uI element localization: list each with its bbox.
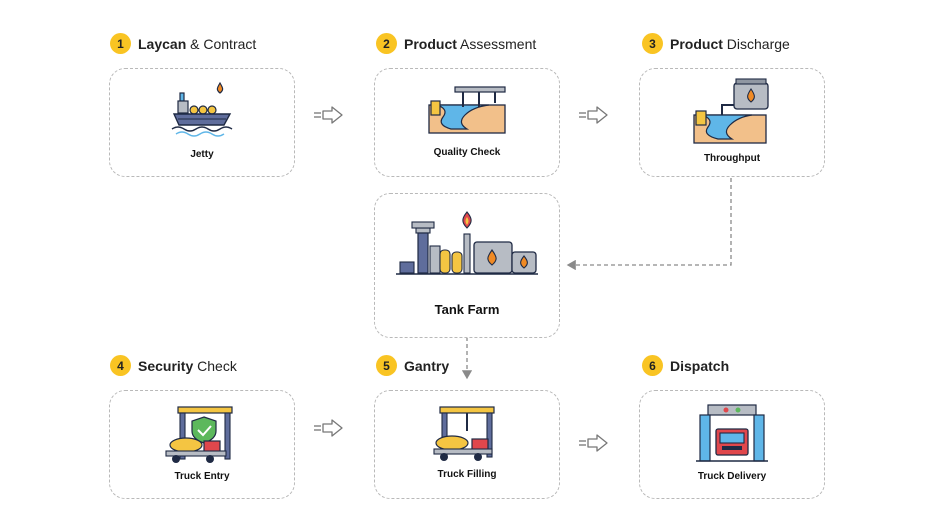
flow-arrow-icon — [579, 434, 608, 452]
card-tank-farm: Tank Farm — [374, 193, 560, 338]
step-6-title: 6 Dispatch — [642, 355, 729, 376]
step-2-title: 2 Product Assessment — [376, 33, 536, 54]
step-title-bold: Gantry — [404, 357, 450, 374]
step-3-title: 3 Product Discharge — [642, 33, 790, 54]
card-truck-filling: Truck Filling — [374, 390, 560, 499]
ship-icon — [171, 81, 233, 137]
card-label: Truck Entry — [174, 471, 230, 482]
refinery-icon — [396, 211, 538, 275]
pipeline-check-icon — [428, 86, 506, 134]
card-quality-check: Quality Check — [374, 68, 560, 177]
step-number-badge: 1 — [110, 33, 131, 54]
flow-arrow-icon — [579, 106, 608, 124]
truck-shield-icon — [165, 406, 233, 463]
card-label: Truck Delivery — [697, 471, 767, 482]
step-title-rest: Assessment — [456, 35, 537, 52]
card-truck-entry: Truck Entry — [109, 390, 295, 499]
step-number-badge: 5 — [376, 355, 397, 376]
step-title-bold: Security — [138, 357, 194, 374]
truck-scanner-icon — [696, 404, 768, 462]
step-title-bold: Product — [670, 35, 723, 52]
card-truck-delivery: Truck Delivery — [639, 390, 825, 499]
card-label: Jetty — [190, 149, 214, 160]
step-title-bold: Dispatch — [670, 357, 730, 374]
step-title-bold: Laycan — [138, 35, 187, 52]
step-4-title: 4 Security Check — [110, 355, 237, 376]
step-title-rest: Discharge — [722, 35, 790, 52]
card-throughput: Throughput — [639, 68, 825, 177]
step-title-rest: & Contract — [186, 35, 257, 52]
card-label: Tank Farm — [434, 302, 500, 317]
step-number-badge: 3 — [642, 33, 663, 54]
step-1-title: 1 Laycan & Contract — [110, 33, 256, 54]
flow-arrow-icon — [314, 419, 343, 437]
connector-throughput-to-tank-farm — [566, 178, 732, 271]
step-title-rest: Check — [193, 357, 237, 374]
step-number-badge: 4 — [110, 355, 131, 376]
card-label: Quality Check — [433, 147, 501, 158]
step-5-title: 5 Gantry — [376, 355, 449, 376]
storage-tank-discharge-icon — [693, 78, 769, 144]
step-title-bold: Product — [404, 35, 457, 52]
step-number-badge: 2 — [376, 33, 397, 54]
flow-arrow-icon — [314, 106, 343, 124]
card-label: Throughput — [703, 153, 761, 164]
truck-gantry-icon — [433, 406, 495, 461]
card-label: Truck Filling — [437, 469, 497, 480]
step-number-badge: 6 — [642, 355, 663, 376]
card-jetty: Jetty — [109, 68, 295, 177]
